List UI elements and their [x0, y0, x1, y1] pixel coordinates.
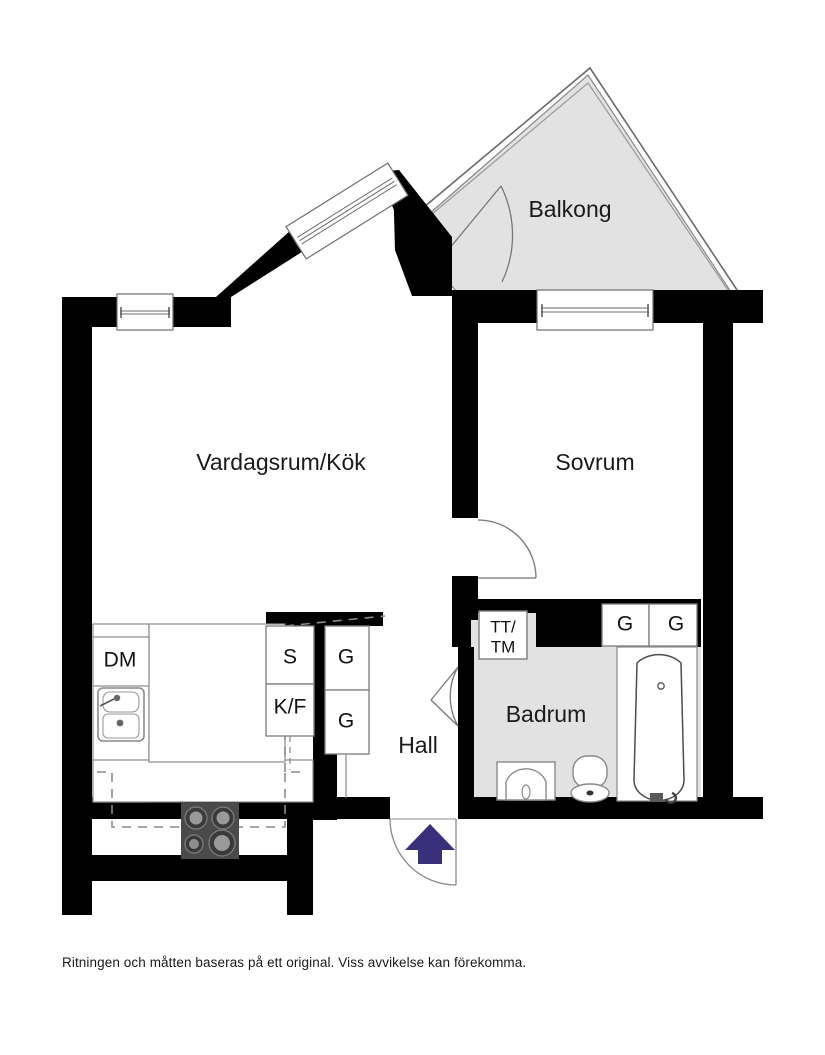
- wall-top-right-cap: [733, 290, 763, 323]
- wall-top-left-a: [62, 297, 117, 327]
- appliance-label-kf: K/F: [274, 696, 307, 719]
- room-label-balkong: Balkong: [528, 196, 611, 222]
- room-label-sovrum: Sovrum: [555, 449, 634, 475]
- entrance-arrow: [405, 824, 455, 864]
- wall-bathroom-left-lower: [458, 706, 474, 811]
- stove: [181, 802, 239, 859]
- wall-balcony-jamb: [393, 178, 452, 296]
- wall-lower-bottom: [62, 855, 313, 881]
- door-opening-bedroom: [452, 518, 478, 576]
- appliance-label-tm: TM: [491, 637, 516, 656]
- cabinet-s: [265, 625, 315, 685]
- balcony-door-swing-arc: [500, 185, 514, 283]
- wall-interior-vertical-upper: [452, 290, 478, 518]
- kitchen-counter-bottom: [92, 759, 314, 803]
- window-bedroom: [536, 289, 654, 331]
- cabinet-boxes: [92, 603, 698, 798]
- wall-cabinet-top: [266, 612, 383, 626]
- room-label-badrum: Badrum: [506, 701, 587, 727]
- wardrobe-g4: [648, 603, 698, 647]
- wardrobe-g2: [324, 689, 370, 755]
- wardrobe-g1: [324, 625, 370, 691]
- wall-right-exterior: [703, 290, 733, 815]
- kitchen: [92, 615, 386, 859]
- bathroom-fixtures: [496, 646, 698, 805]
- window-angled-wall: [285, 162, 409, 260]
- appliance-label-g1: G: [338, 646, 354, 669]
- bathroom-sink: [496, 761, 556, 801]
- kitchen-island-block: [148, 623, 286, 763]
- balcony-railing-inner: [405, 82, 733, 297]
- wardrobe-g3: [601, 603, 650, 647]
- appliance-tt-tm: [478, 610, 528, 660]
- window-livingroom-top: [116, 293, 174, 331]
- wall-bathroom-top-thick: [536, 599, 602, 647]
- disclaimer-text: Ritningen och måtten baseras på ett orig…: [62, 955, 527, 970]
- cabinet-dm: [92, 636, 150, 687]
- kitchen-sink: [97, 687, 145, 742]
- toilet: [570, 755, 610, 803]
- appliance-label-g2: G: [338, 710, 354, 733]
- wall-top-left-b: [173, 297, 231, 327]
- balcony-railing-outer: [398, 66, 742, 297]
- appliance-label-g4: G: [668, 613, 684, 636]
- cabinet-kf: [265, 683, 315, 737]
- wall-angled-lower-stub: [216, 222, 316, 297]
- wall-bathroom-left-top: [452, 599, 471, 647]
- overhead-cabinet-dashes-top: [284, 615, 386, 627]
- door-bathroom: [430, 666, 459, 727]
- appliance-label-s: S: [283, 646, 297, 669]
- appliance-label-g3: G: [617, 613, 633, 636]
- wall-bathroom-bottom: [458, 797, 763, 819]
- door-bedroom: [477, 519, 537, 579]
- wall-lower-right-exterior: [287, 819, 313, 915]
- room-label-hall: Hall: [398, 732, 438, 758]
- windows: [116, 162, 654, 331]
- appliance-label-tt: TT/: [490, 617, 516, 636]
- bathtub: [616, 646, 698, 805]
- room-label-vardagsrum-kok: Vardagsrum/Kök: [196, 449, 366, 475]
- appliance-label-dm: DM: [104, 649, 137, 672]
- wall-bathroom-left-upper: [458, 647, 474, 706]
